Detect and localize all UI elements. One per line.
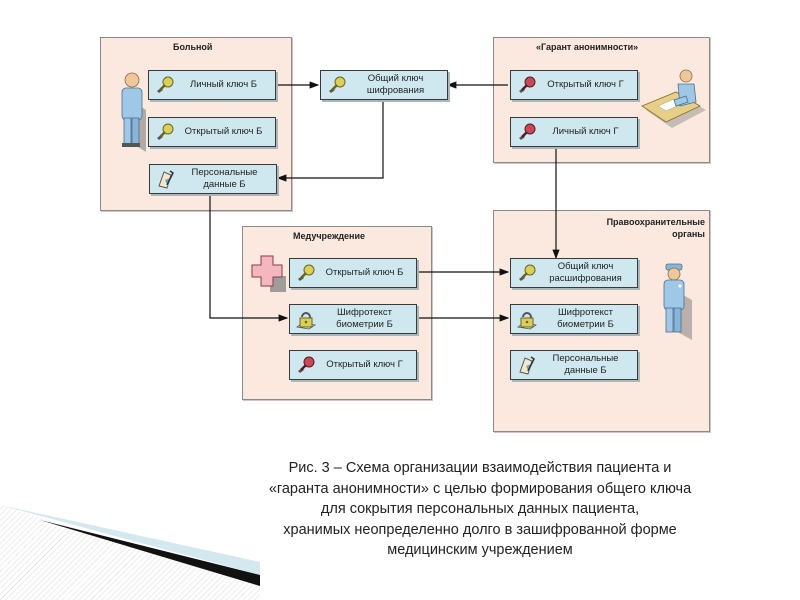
panel-title-law-line2: органы xyxy=(672,229,705,239)
wire-shared-to-personal xyxy=(276,100,384,182)
node-patient-private-key[interactable]: Личный ключ Б xyxy=(148,70,276,100)
panel-title-clinic: Медучреждение xyxy=(293,231,366,241)
node-label: Личный ключ Г xyxy=(552,126,619,137)
node-label: Шифротекст биометрии Б xyxy=(557,307,614,330)
node-label: Открытый ключ Г xyxy=(547,79,624,90)
padlock-icon xyxy=(516,312,538,330)
wire-personal-to-ciphertext xyxy=(209,194,289,322)
node-label: Личный ключ Б xyxy=(189,79,258,90)
padlock-icon xyxy=(295,312,317,330)
node-shared-encryption-key[interactable]: Общий ключ шифрования xyxy=(320,70,448,100)
document-pen-icon xyxy=(158,170,174,189)
key-red-icon xyxy=(298,356,315,373)
figure-caption: Рис. 3 – Схема организации взаимодействи… xyxy=(205,458,755,561)
caption-line: для сокрытия персональных данных пациент… xyxy=(320,501,640,517)
node-clinic-ciphertext[interactable]: Шифротекст биометрии Б xyxy=(289,304,417,334)
node-patient-personal-data[interactable]: Персональные данные Б xyxy=(149,164,277,194)
node-patient-public-key[interactable]: Открытый ключ Б xyxy=(148,117,276,147)
node-label: Открытый ключ Г xyxy=(326,359,403,370)
key-yellow-icon xyxy=(298,264,315,281)
document-pen-icon xyxy=(519,356,535,375)
caption-line: «гаранта анонимности» с целью формирован… xyxy=(268,480,692,497)
node-law-ciphertext[interactable]: Шифротекст биометрии Б xyxy=(510,304,638,334)
node-label: Открытый ключ Б xyxy=(184,126,263,137)
key-yellow-icon xyxy=(157,76,174,93)
caption-line: хранимых неопределенно долго в зашифрова… xyxy=(283,521,677,538)
key-yellow-icon xyxy=(157,123,174,140)
key-red-icon xyxy=(519,123,536,140)
person-icon xyxy=(121,72,146,152)
node-clinic-public-key-b[interactable]: Открытый ключ Б xyxy=(289,258,417,288)
node-label: Персональные данные Б xyxy=(191,167,258,190)
node-label: Общий ключ шифрования xyxy=(366,73,425,96)
node-label: Персональные данные Б xyxy=(552,353,619,376)
medical-cross-icon xyxy=(251,255,286,292)
node-law-personal-data[interactable]: Персональные данные Б xyxy=(510,350,638,380)
node-clinic-public-key-g[interactable]: Открытый ключ Г xyxy=(289,350,417,380)
caption-line: медицинским учреждением xyxy=(387,542,573,558)
node-guarantor-private-key[interactable]: Личный ключ Г xyxy=(510,117,638,147)
node-label: Шифротекст биометрии Б xyxy=(336,307,393,330)
police-officer-icon xyxy=(663,263,692,340)
node-label: Общий ключ расшифрования xyxy=(549,261,622,284)
node-guarantor-public-key[interactable]: Открытый ключ Г xyxy=(510,70,638,100)
key-red-icon xyxy=(519,76,536,93)
node-label: Открытый ключ Б xyxy=(325,267,404,278)
person-at-desk-icon xyxy=(641,69,706,128)
panel-title-law-line1: Правоохранительные xyxy=(606,217,705,227)
caption-line: Рис. 3 – Схема организации взаимодействи… xyxy=(288,460,672,476)
key-yellow-icon xyxy=(519,264,536,281)
panel-title-patient: Больной xyxy=(173,42,213,52)
key-yellow-icon xyxy=(329,76,346,93)
panel-title-guarantor: «Гарант анонимности» xyxy=(536,42,639,52)
node-law-shared-decryption-key[interactable]: Общий ключ расшифрования xyxy=(510,258,638,288)
